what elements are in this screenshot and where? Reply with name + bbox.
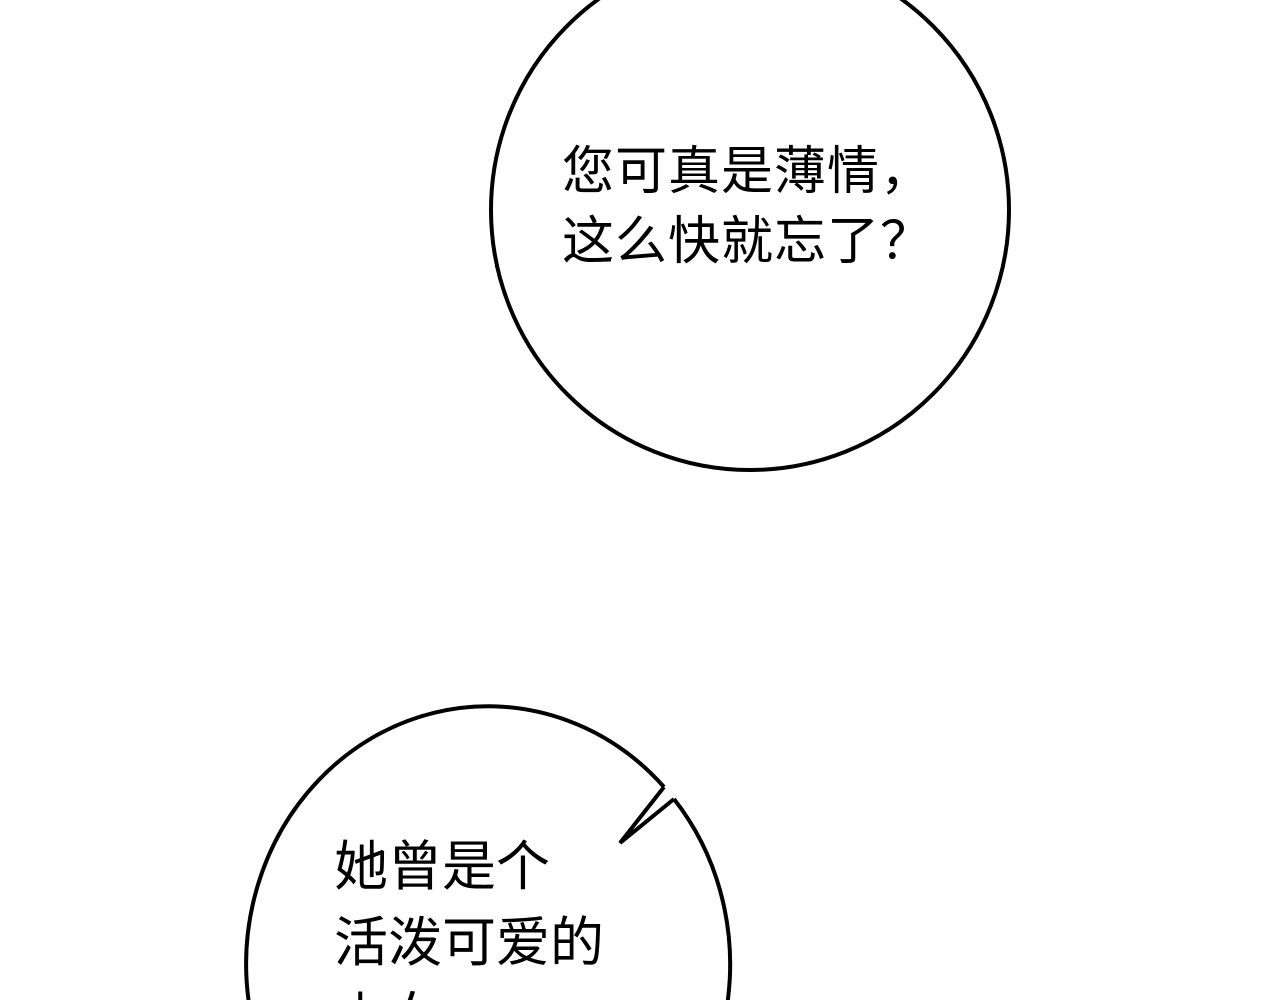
bubble-1-line-2: 这么快就忘了？ xyxy=(562,212,934,272)
bubble-1-line-1: 您可真是薄情， xyxy=(562,142,934,202)
speech-bubble-2-outline xyxy=(231,688,716,1000)
bubble-2-line-2: 活泼可爱的 xyxy=(334,911,604,974)
speech-bubble-2-tail xyxy=(618,785,676,845)
speech-bubble-2-text: 她曾是个 活泼可爱的 少女 xyxy=(334,829,604,1000)
bubble-2-line-3: 少女 xyxy=(334,981,604,1000)
speech-bubble-2-arc xyxy=(244,704,733,1000)
speech-bubble-1-text: 您可真是薄情， 这么快就忘了？ xyxy=(562,137,933,277)
bubble-2-line-1: 她曾是个 xyxy=(334,835,550,898)
speech-bubble-1-outline xyxy=(489,0,1011,472)
